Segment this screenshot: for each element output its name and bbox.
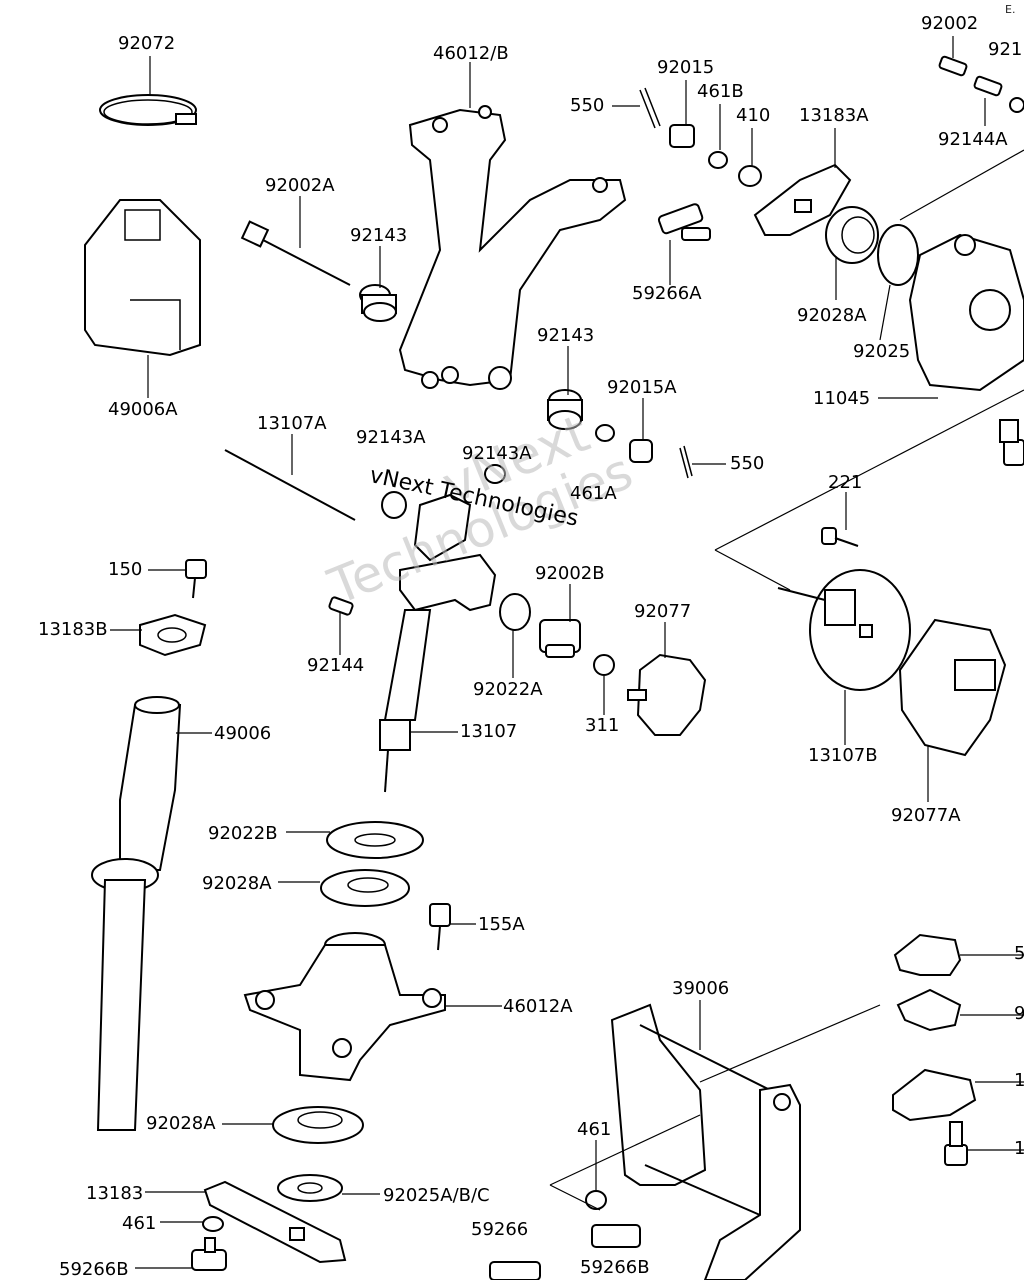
leader-lines bbox=[110, 36, 1024, 1269]
part-label-92077: 92077 bbox=[634, 601, 692, 622]
part-label-59266: 59266 bbox=[471, 1219, 529, 1240]
bolt-150-part bbox=[185, 559, 207, 599]
washer-92028a-lower-part bbox=[272, 1106, 364, 1144]
washer-92028a-upper-part bbox=[320, 869, 410, 907]
clip-5-part bbox=[893, 933, 962, 976]
grease-fitting-59266a-part bbox=[657, 203, 711, 241]
part-label-92028a-mid: 92028A bbox=[202, 873, 272, 894]
part-label-11045: 11045 bbox=[813, 388, 871, 409]
part-label-59266a: 59266A bbox=[632, 283, 702, 304]
part-label-92144: 92144 bbox=[307, 655, 365, 676]
disk-13107b-part bbox=[777, 569, 911, 691]
part-label-92143a-left: 92143A bbox=[356, 427, 426, 448]
bushing-92143-part bbox=[359, 284, 397, 322]
washers-part bbox=[381, 151, 919, 676]
part-label-1-edge-upper: 1 bbox=[1014, 1070, 1024, 1091]
part-label-92028a-top: 92028A bbox=[797, 305, 867, 326]
part-label-92002: 92002 bbox=[921, 13, 979, 34]
frame-39006-part bbox=[610, 1003, 801, 1280]
washer-92022b-part bbox=[326, 821, 424, 859]
part-label-92015: 92015 bbox=[657, 57, 715, 78]
knob-cover-92077a-part bbox=[898, 618, 1007, 757]
part-label-311: 311 bbox=[585, 715, 620, 736]
part-label-49006a: 49006A bbox=[108, 399, 178, 420]
part-label-39006: 39006 bbox=[672, 978, 730, 999]
bolt-92002a-part bbox=[240, 220, 351, 286]
part-label-13107: 13107 bbox=[460, 721, 518, 742]
part-label-92025abc: 92025A/B/C bbox=[383, 1185, 490, 1206]
part-label-13183a: 13183A bbox=[799, 105, 869, 126]
part-label-221: 221 bbox=[828, 472, 863, 493]
housing-11045-part bbox=[908, 233, 1024, 392]
clip-9-part bbox=[896, 988, 962, 1032]
grease-fitting-59266b-part bbox=[191, 1224, 641, 1280]
bolt-right-part bbox=[999, 419, 1024, 466]
part-label-410: 410 bbox=[736, 105, 771, 126]
collar-92028a-part bbox=[825, 206, 879, 264]
tube-49006-part bbox=[91, 696, 182, 1131]
washer-461-part bbox=[202, 1190, 607, 1232]
part-label-92002b: 92002B bbox=[535, 563, 605, 584]
part-label-59266b-right: 59266B bbox=[580, 1257, 650, 1278]
cotter-pins-part bbox=[639, 87, 693, 479]
part-label-92028a-lower: 92028A bbox=[146, 1113, 216, 1134]
part-label-13183b: 13183B bbox=[38, 619, 108, 640]
bracket-1-part bbox=[892, 1068, 977, 1122]
part-label-461b: 461B bbox=[697, 81, 744, 102]
bolt-155a-part bbox=[429, 903, 451, 951]
nuts-part bbox=[629, 124, 695, 463]
part-label-59266b-left: 59266B bbox=[59, 1259, 129, 1280]
part-label-92002a: 92002A bbox=[265, 175, 335, 196]
shaft-13107-part bbox=[379, 493, 497, 793]
set-screws-part bbox=[328, 55, 1024, 616]
part-label-92143-lower: 92143 bbox=[537, 325, 595, 346]
bolt-221-part bbox=[821, 527, 859, 547]
part-label-92025: 92025 bbox=[853, 341, 911, 362]
part-label-13183: 13183 bbox=[86, 1183, 144, 1204]
part-label-46012b: 46012/B bbox=[433, 43, 509, 64]
part-label-92143-upper: 92143 bbox=[350, 225, 408, 246]
bracket-46012b-part bbox=[398, 105, 627, 390]
part-label-461-right: 461 bbox=[577, 1119, 612, 1140]
part-label-13107b: 13107B bbox=[808, 745, 878, 766]
part-label-92022b: 92022B bbox=[208, 823, 278, 844]
part-label-92072: 92072 bbox=[118, 33, 176, 54]
part-label-461a: 461A bbox=[570, 483, 617, 504]
part-label-92022a: 92022A bbox=[473, 679, 543, 700]
part-label-155a: 155A bbox=[478, 914, 525, 935]
clamp-ring-part bbox=[99, 94, 197, 126]
bushing-92143-lower-part bbox=[547, 389, 583, 430]
bolt-1-part bbox=[944, 1121, 968, 1166]
part-label-150: 150 bbox=[108, 559, 143, 580]
part-label-46012a: 46012A bbox=[503, 996, 573, 1017]
part-label-461-left: 461 bbox=[122, 1213, 157, 1234]
part-label-92143a-center: 92143A bbox=[462, 443, 532, 464]
shaft-rod-13107a-part bbox=[224, 449, 356, 521]
part-label-550-mid: 550 bbox=[730, 453, 765, 474]
part-label-5-edge: 5 bbox=[1014, 943, 1024, 964]
part-label-92015a: 92015A bbox=[607, 377, 677, 398]
lever-13183-part bbox=[203, 1180, 347, 1264]
part-label-550-top: 550 bbox=[570, 95, 605, 116]
part-label-9-edge: 9 bbox=[1014, 1003, 1024, 1024]
part-label-921: 921 bbox=[988, 39, 1023, 60]
part-label-92144a: 92144A bbox=[938, 129, 1008, 150]
washer-92025abc-part bbox=[277, 1174, 343, 1202]
part-label-13107a: 13107A bbox=[257, 413, 327, 434]
knob-92077-part bbox=[627, 653, 707, 736]
part-label-1-edge-lower: 1 bbox=[1014, 1138, 1024, 1159]
lever-plate-13183a-part bbox=[753, 163, 852, 236]
part-label-92077a: 92077A bbox=[891, 805, 961, 826]
plug-92002b-part bbox=[539, 619, 581, 658]
gasket-13183b-part bbox=[139, 613, 207, 657]
part-label-49006: 49006 bbox=[214, 723, 272, 744]
corner-code: E. bbox=[1005, 3, 1016, 16]
hub-46012a-part bbox=[243, 932, 446, 1082]
boot-cover-part bbox=[84, 199, 201, 357]
